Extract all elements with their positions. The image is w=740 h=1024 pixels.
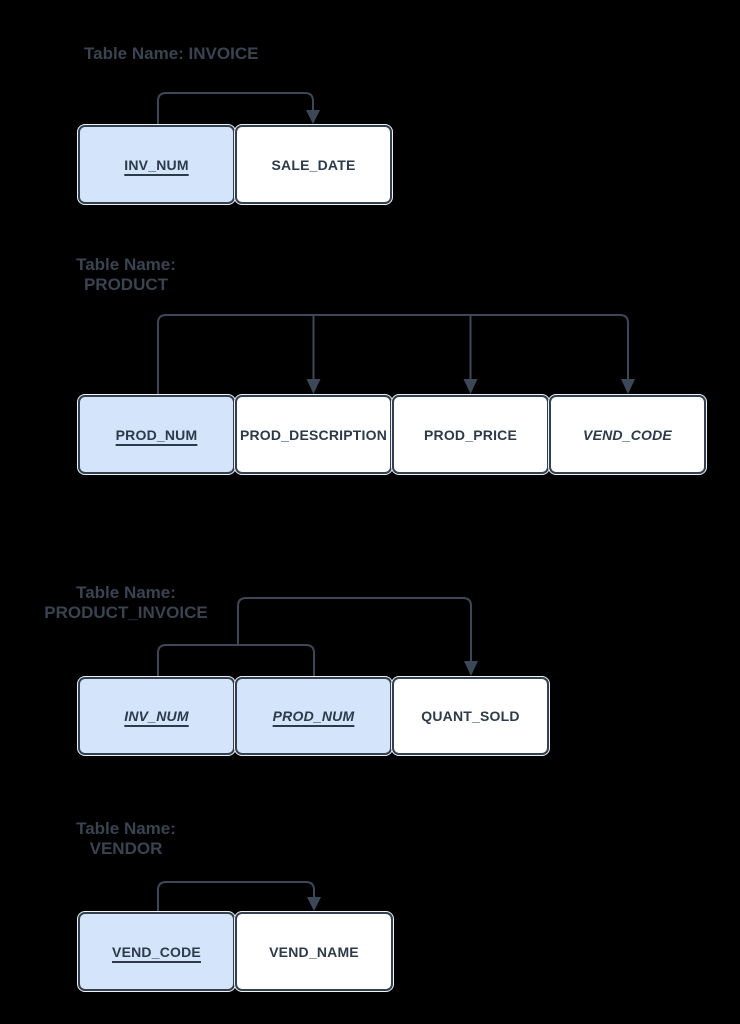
table-title-line: Table Name:: [76, 583, 176, 602]
arrowhead-invoice-saledate: [306, 110, 320, 124]
attribute-label: QUANT_SOLD: [421, 708, 520, 724]
attr-box-product-prod-num: PROD_NUM: [78, 395, 235, 474]
arrowhead-productinvoice-quantsold: [464, 661, 478, 676]
attr-box-vendor-vend-name: VEND_NAME: [235, 912, 393, 991]
attr-box-vendor-vend-code: VEND_CODE: [78, 912, 235, 991]
attribute-label: PROD_PRICE: [423, 426, 518, 443]
arrow-invoice-invnum-saledate: [157, 92, 314, 125]
arrowhead-vendor-vendname: [307, 897, 321, 911]
attribute-label: INV_NUM: [124, 708, 189, 724]
bracket-productinvoice-compositekey: [157, 644, 315, 677]
table-title-line: Table Name:: [76, 255, 176, 274]
arrowhead-product-vendcode: [621, 379, 635, 394]
table-title-line: PRODUCT_INVOICE: [44, 603, 208, 622]
attribute-label: PROD_NUM: [115, 426, 198, 443]
attr-box-product-invoice-prod-num: PROD_NUM: [235, 677, 392, 755]
table-title-invoice: Table Name: INVOICE: [84, 44, 258, 64]
table-title-line: Table Name: INVOICE: [84, 44, 259, 63]
attribute-label: VEND_NAME: [269, 943, 359, 960]
attribute-label: SALE_DATE: [271, 156, 356, 173]
arrow-vendor-vendcode-vendname: [157, 881, 315, 912]
attr-box-invoice-inv-num: INV_NUM: [78, 125, 235, 204]
table-title-line: Table Name:: [76, 819, 176, 838]
arrow-productinvoice-quantsold: [237, 597, 472, 662]
table-title-product: Table Name: PRODUCT: [26, 255, 226, 295]
arrowhead-product-price: [463, 379, 478, 394]
attribute-label: PROD_NUM: [272, 708, 355, 724]
table-title-product-invoice: Table Name: PRODUCT_INVOICE: [26, 583, 226, 623]
attr-box-invoice-sale-date: SALE_DATE: [235, 125, 392, 204]
attr-box-product-invoice-quant-sold: QUANT_SOLD: [392, 677, 549, 755]
attribute-label: VEND_CODE: [583, 426, 672, 443]
table-title-vendor: Table Name: VENDOR: [26, 819, 226, 859]
arrowhead-product-description: [306, 379, 321, 394]
attr-box-product-vend-code: VEND_CODE: [549, 395, 706, 474]
attr-box-product-prod-price: PROD_PRICE: [392, 395, 549, 474]
attribute-label: INV_NUM: [124, 156, 189, 173]
table-title-line: PRODUCT: [83, 275, 169, 294]
table-title-line: VENDOR: [89, 839, 163, 858]
attr-box-product-invoice-inv-num: INV_NUM: [78, 677, 235, 755]
attribute-label: VEND_CODE: [112, 943, 201, 960]
attr-box-product-prod-description: PROD_DESCRIPTION: [235, 395, 392, 474]
arrow-product-main: [157, 314, 629, 394]
attribute-label: PROD_DESCRIPTION: [239, 426, 388, 443]
